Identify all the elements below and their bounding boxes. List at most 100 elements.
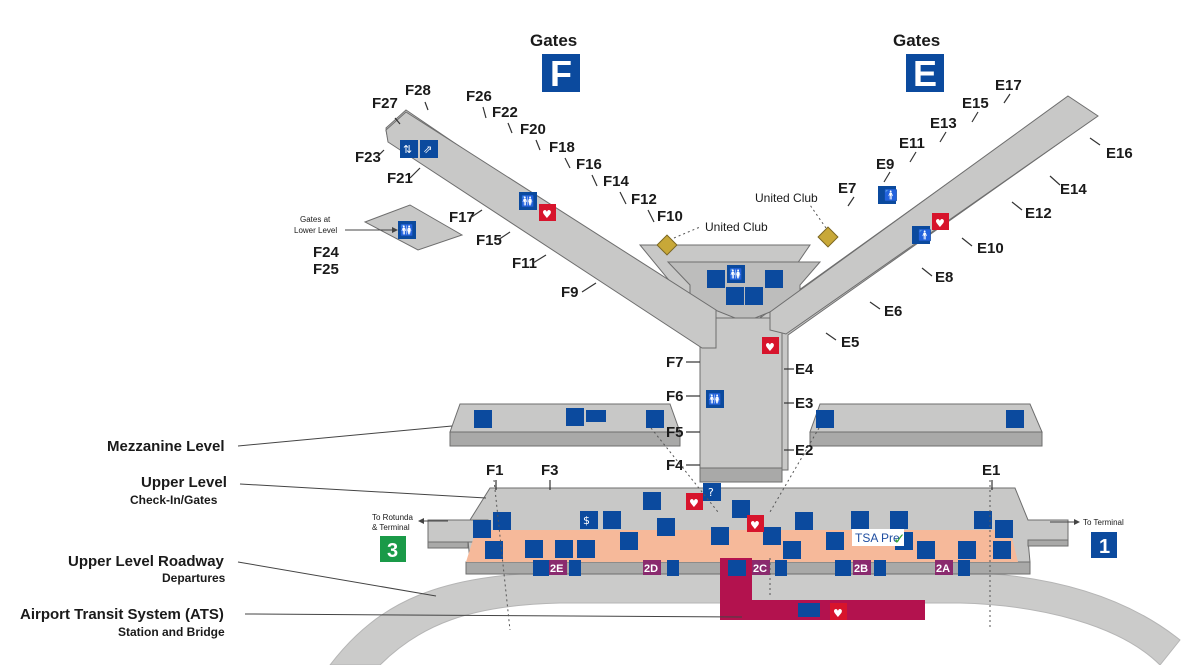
gate-f1[interactable]: F1 — [486, 462, 504, 479]
terminal-3-badge[interactable] — [380, 536, 406, 562]
gate-f20[interactable]: F20 — [520, 121, 546, 138]
gate-e12[interactable]: E12 — [1025, 205, 1052, 222]
elevator-icon[interactable] — [525, 540, 543, 558]
gate-f10[interactable]: F10 — [657, 208, 683, 225]
restroom-icon[interactable] — [706, 390, 724, 408]
gate-f22[interactable]: F22 — [492, 104, 518, 121]
restroom-icon[interactable] — [493, 512, 511, 530]
restroom-icon[interactable] — [711, 527, 729, 545]
gate-e6[interactable]: E6 — [884, 303, 902, 320]
gate-e13[interactable]: E13 — [930, 115, 957, 132]
escalator-icon[interactable] — [577, 540, 595, 558]
elevator-icon[interactable] — [775, 560, 787, 576]
united-club-f-marker[interactable] — [656, 234, 678, 256]
gate-f4[interactable]: F4 — [666, 457, 684, 474]
gate-f18[interactable]: F18 — [549, 139, 575, 156]
gate-e3[interactable]: E3 — [795, 395, 813, 412]
bus-icon[interactable] — [798, 603, 820, 617]
baggage-icon[interactable] — [657, 518, 675, 536]
escalator-icon[interactable] — [958, 541, 976, 559]
gate-f14[interactable]: F14 — [603, 173, 630, 190]
elevator-icon[interactable] — [974, 511, 992, 529]
united-club-e-marker[interactable] — [817, 226, 839, 248]
gate-e2[interactable]: E2 — [795, 442, 813, 459]
restroom-icon[interactable] — [826, 532, 844, 550]
stop-2d[interactable]: 2D — [644, 563, 658, 575]
escalator-icon[interactable] — [783, 541, 801, 559]
gate-f17[interactable]: F17 — [449, 209, 475, 226]
elevator-icon[interactable] — [707, 270, 725, 288]
gate-f6[interactable]: F6 — [666, 388, 684, 405]
restroom-icon[interactable] — [620, 532, 638, 550]
elevator-icon[interactable] — [890, 511, 908, 529]
stop-2e[interactable]: 2E — [550, 563, 563, 575]
aed-icon[interactable] — [686, 493, 703, 510]
gate-f12[interactable]: F12 — [631, 191, 657, 208]
restroom-icon[interactable] — [398, 221, 416, 239]
gate-f9[interactable]: F9 — [561, 284, 579, 301]
gate-f7[interactable]: F7 — [666, 354, 684, 371]
gate-f21[interactable]: F21 — [387, 170, 413, 187]
restroom-icon[interactable] — [519, 192, 537, 210]
information-desk-icon[interactable] — [566, 408, 584, 426]
elevator-icon[interactable] — [851, 511, 869, 529]
tsa-precheck-label[interactable]: TSA Pre — [855, 531, 900, 545]
gate-f24[interactable]: F24 — [313, 244, 340, 261]
gate-f26[interactable]: F26 — [466, 88, 492, 105]
gate-e5[interactable]: E5 — [841, 334, 859, 351]
elevator-icon[interactable] — [874, 560, 886, 576]
stop-2b[interactable]: 2B — [854, 563, 868, 575]
currency-exchange-icon[interactable] — [643, 492, 661, 510]
gate-f28[interactable]: F28 — [405, 82, 431, 99]
restroom-icon[interactable] — [732, 500, 750, 518]
elevator-icon[interactable] — [603, 511, 621, 529]
gate-e9[interactable]: E9 — [876, 156, 894, 173]
stop-2c[interactable]: 2C — [753, 563, 767, 575]
gate-f3[interactable]: F3 — [541, 462, 559, 479]
gate-e14[interactable]: E14 — [1060, 181, 1087, 198]
gate-e15[interactable]: E15 — [962, 95, 989, 112]
united-club-f-label[interactable]: United Club — [705, 220, 768, 234]
restroom-icon[interactable] — [763, 527, 781, 545]
gate-e4[interactable]: E4 — [795, 361, 814, 378]
gate-f16[interactable]: F16 — [576, 156, 602, 173]
elevator-icon[interactable] — [765, 270, 783, 288]
restroom-icon[interactable] — [878, 186, 896, 204]
restroom-icon[interactable] — [995, 520, 1013, 538]
gate-e7[interactable]: E7 — [838, 180, 856, 197]
aed-icon[interactable] — [762, 337, 779, 354]
gate-f11[interactable]: F11 — [512, 255, 537, 272]
escalator-icon[interactable] — [485, 541, 503, 559]
terminal-1-badge[interactable] — [1091, 532, 1117, 558]
accessible-icon[interactable] — [745, 287, 763, 305]
aed-icon[interactable] — [830, 603, 847, 620]
aed-icon[interactable] — [539, 204, 556, 221]
elevator-icon[interactable] — [958, 560, 970, 576]
restroom-icon[interactable] — [912, 226, 930, 244]
restroom-icon[interactable] — [795, 512, 813, 530]
elevator-icon[interactable] — [569, 560, 581, 576]
stop-2a[interactable]: 2A — [936, 563, 950, 575]
elevator-icon[interactable] — [728, 560, 746, 576]
gate-f15[interactable]: F15 — [476, 232, 502, 249]
elevator-icon[interactable] — [646, 410, 664, 428]
gate-e11[interactable]: E11 — [899, 135, 925, 152]
elevator-icon[interactable] — [667, 560, 679, 576]
escalator-icon[interactable] — [993, 541, 1011, 559]
escalator-icon[interactable] — [917, 541, 935, 559]
usso-icon[interactable] — [586, 410, 606, 422]
information-icon[interactable] — [703, 483, 721, 501]
atm-icon[interactable] — [580, 511, 598, 529]
restroom-icon[interactable] — [727, 265, 745, 283]
accessible-icon[interactable] — [533, 560, 549, 576]
gate-f5[interactable]: F5 — [666, 424, 684, 441]
elevator-icon[interactable] — [1006, 410, 1024, 428]
gate-e1[interactable]: E1 — [982, 462, 1000, 479]
escalator-icon[interactable] — [420, 140, 438, 158]
united-club-e-label[interactable]: United Club — [755, 191, 818, 205]
aed-icon[interactable] — [932, 213, 949, 230]
elevator-icon[interactable] — [555, 540, 573, 558]
pet-relief-icon[interactable] — [473, 520, 491, 538]
gate-f25[interactable]: F25 — [313, 261, 339, 278]
gate-e8[interactable]: E8 — [935, 269, 953, 286]
